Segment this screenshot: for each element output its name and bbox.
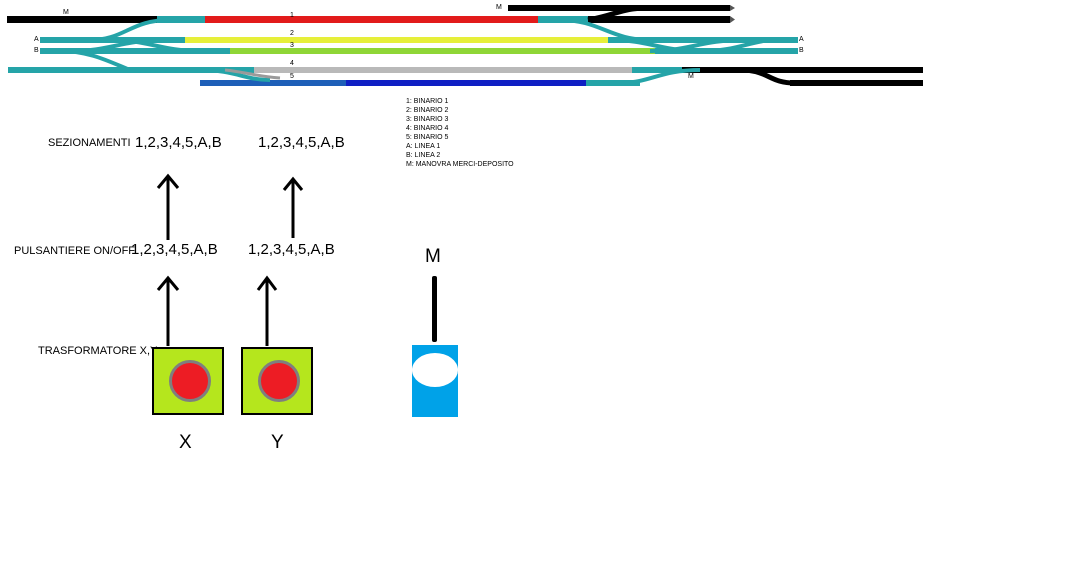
switch-right-1: [559, 18, 651, 42]
transformer-x[interactable]: [152, 347, 224, 415]
label-binario-3: 3: [290, 42, 294, 49]
track-5-teal-right: [586, 80, 640, 86]
label-b-right: B: [799, 47, 804, 54]
switch-left-1: [89, 18, 171, 42]
switch-left-4: [59, 49, 131, 72]
transformer-x-label: X: [179, 432, 192, 453]
arrow-y-lower-icon: [256, 275, 278, 346]
track-end-arrow-top: [730, 5, 735, 11]
track-m-bottom-upper: [682, 67, 923, 73]
legend: 1: BINARIO 1 2: BINARIO 2 3: BINARIO 3 4…: [406, 97, 514, 169]
track-m-bottom-crossover: [744, 67, 796, 86]
label-binario-2: 2: [290, 30, 294, 37]
lever-m-label: M: [425, 246, 441, 267]
legend-item: M: MANOVRA MERCI-DEPOSITO: [406, 161, 514, 168]
track-m-left-segment: [7, 16, 157, 23]
label-binario-5: 5: [290, 73, 294, 80]
pulsantiere-y-list: 1,2,3,4,5,A,B: [248, 241, 335, 258]
track-binario-1: [205, 16, 540, 23]
transformer-y[interactable]: [241, 347, 313, 415]
switch-right-3: [649, 38, 746, 53]
label-m-bottom-right: M: [688, 73, 694, 80]
legend-item: 1: BINARIO 1: [406, 98, 449, 105]
label-a-left: A: [34, 36, 39, 43]
track-b-left: [40, 48, 230, 54]
arrow-x-upper-icon: [156, 173, 180, 240]
track-binario-3: [230, 48, 655, 54]
label-m-top-left: M: [63, 9, 69, 16]
switch-right-5: [619, 68, 701, 85]
sezionamenti-y-list: 1,2,3,4,5,A,B: [258, 134, 345, 151]
switch-left-2: [69, 38, 161, 53]
track-plan: [7, 5, 923, 86]
track-m-crossover: [587, 5, 651, 23]
sezionamenti-x-list: 1,2,3,4,5,A,B: [135, 134, 222, 151]
legend-item: B: LINEA 2: [406, 152, 441, 159]
lever-m[interactable]: [412, 345, 458, 417]
switch-left-3: [109, 38, 201, 53]
transformer-x-knob[interactable]: [169, 360, 211, 402]
switch-left-6: [224, 68, 281, 80]
track-m-right-lower: [588, 16, 730, 23]
lever-m-knob[interactable]: [412, 353, 458, 387]
switch-right-2: [609, 38, 701, 53]
label-b-left: B: [34, 47, 39, 54]
arrow-x-lower-icon: [156, 275, 180, 346]
sezionamenti-label: SEZIONAMENTI: [48, 137, 131, 149]
track-binario-5-dark: [346, 80, 586, 86]
pulsantiere-label: PULSANTIERE ON/OFF: [14, 245, 136, 257]
lever-m-stick[interactable]: [432, 276, 437, 342]
switch-right-4: [699, 38, 771, 53]
track-binario-4: [254, 67, 632, 73]
track-1-teal-left: [157, 16, 205, 23]
label-a-right: A: [799, 36, 804, 43]
legend-item: A: LINEA 1: [406, 143, 441, 150]
switch-left-5: [199, 68, 271, 82]
legend-item: 3: BINARIO 3: [406, 116, 449, 123]
trasformatore-label: TRASFORMATORE X,Y: [38, 345, 158, 357]
track-a-right: [608, 37, 798, 43]
transformer-y-label: Y: [271, 432, 284, 453]
label-binario-1: 1: [290, 12, 294, 19]
track-4-teal-right: [632, 67, 682, 73]
track-m-bottom-lower: [790, 80, 923, 86]
label-m-top-right: M: [496, 4, 502, 11]
label-binario-4: 4: [290, 60, 294, 67]
legend-item: 5: BINARIO 5: [406, 134, 449, 141]
arrow-y-upper-icon: [282, 176, 304, 238]
pulsantiere-x-list: 1,2,3,4,5,A,B: [131, 241, 218, 258]
track-binario-5-light: [200, 80, 346, 86]
legend-item: 2: BINARIO 2: [406, 107, 449, 114]
track-4-teal-left: [8, 67, 254, 73]
track-end-arrow-top2: [730, 16, 735, 23]
legend-item: 4: BINARIO 4: [406, 125, 449, 132]
track-binario-2: [185, 37, 608, 43]
track-m-right-upper: [508, 5, 730, 11]
transformer-y-knob[interactable]: [258, 360, 300, 402]
